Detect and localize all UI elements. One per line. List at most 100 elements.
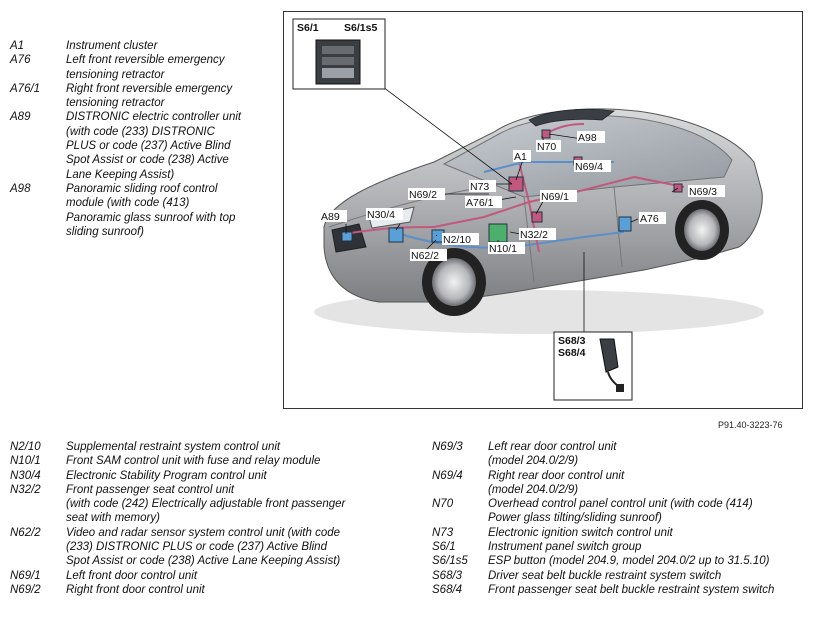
legend-description: Left front door control unit xyxy=(66,569,198,582)
legend-description: Overhead control panel control unit (wit… xyxy=(488,498,753,511)
legend-code: N30/4 xyxy=(10,469,41,482)
legend-code xyxy=(10,153,66,167)
legend-row: (model 204.0/2/9) xyxy=(432,454,807,468)
legend-row: (model 204.0/2/9) xyxy=(432,483,807,497)
legend-row: tensioning retractor xyxy=(10,96,275,110)
callout-labels: A98 N70 A1 N69/4 N73 N69/2 N69/1 N69/3 A… xyxy=(320,131,725,262)
legend-row: A76/1 Right front reversible emergency xyxy=(10,82,275,96)
legend-row: PLUS or code (237) Active Blind xyxy=(10,139,275,153)
callout-n2-10: N2/10 xyxy=(443,234,471,246)
legend-description: DISTRONIC electric controller unit xyxy=(66,111,242,124)
callout-n70: N70 xyxy=(537,141,556,153)
legend-code: S68/4 xyxy=(432,583,463,596)
legend-code: N69/1 xyxy=(10,569,41,582)
legend-code: N69/2 xyxy=(10,583,41,596)
legend-row: S68/4 Front passenger seat belt buckle re… xyxy=(432,583,807,597)
legend-code xyxy=(432,511,488,525)
legend-row: Spot Assist or code (238) Active xyxy=(10,153,275,167)
callout-n69-4: N69/4 xyxy=(575,161,603,173)
callout-n69-3: N69/3 xyxy=(689,186,717,198)
sunroof xyxy=(528,108,616,127)
callout-n62-2: N62/2 xyxy=(411,250,439,262)
legend-description: sliding sunroof) xyxy=(66,225,144,238)
rear-wheel xyxy=(675,200,729,260)
callout-n73: N73 xyxy=(470,181,489,193)
legend-description: Spot Assist or code (238) Active xyxy=(66,154,229,167)
callout-n69-2: N69/2 xyxy=(409,189,437,201)
legend-description: tensioning retractor xyxy=(66,97,165,110)
leader-lines xyxy=(345,83,679,334)
legend-code xyxy=(10,168,66,182)
legend-description: Supplemental restraint system control un… xyxy=(66,441,281,453)
legend-description: Lane Keeping Assist) xyxy=(66,168,175,181)
legend-description: Right front reversible emergency xyxy=(66,82,233,95)
legend-code: N69/4 xyxy=(432,469,463,482)
legend-description: (with code (242) Electrically adjustable… xyxy=(66,498,346,511)
buckle-inset: S68/3 S68/4 xyxy=(553,331,633,401)
legend-row: module (with code (413) xyxy=(10,196,275,210)
legend-description: PLUS or code (237) Active Blind xyxy=(66,140,231,153)
legend-row: Panoramic glass sunroof with top xyxy=(10,211,275,225)
vehicle-diagram: S6/1 S6/1s5 S68/3 S68/4 A98 N70 A1 N69/4 xyxy=(283,11,803,409)
legend-description: Panoramic sliding roof control xyxy=(66,182,218,195)
legend-description: Right rear door control unit xyxy=(488,469,625,482)
callout-a1: A1 xyxy=(514,151,527,163)
legend-description: Driver seat belt buckle restraint system… xyxy=(488,569,722,582)
legend-code: A76/1 xyxy=(10,82,41,95)
inset-label-s6-1s5: S6/1s5 xyxy=(344,22,377,34)
legend-code: N10/1 xyxy=(10,455,41,468)
inset-label-s68-4: S68/4 xyxy=(558,347,586,359)
front-wheel xyxy=(422,248,486,316)
callout-a98: A98 xyxy=(578,132,597,144)
legend-description: Spot Assist or code (238) Active Lane Ke… xyxy=(66,555,341,568)
legend-row: A76 Left front reversible emergency xyxy=(10,53,275,67)
switch-button-2 xyxy=(322,57,354,65)
switch-button-1 xyxy=(322,46,354,54)
legend-description: (with code (233) DISTRONIC xyxy=(66,125,215,138)
legend-code xyxy=(432,483,488,497)
legend-description: Front passenger seat control unit xyxy=(66,483,235,496)
legend-description: Instrument cluster xyxy=(66,40,158,52)
legend-description: Left front reversible emergency xyxy=(66,54,225,67)
legend-code xyxy=(10,68,66,82)
legend-description: Electronic Stability Program control uni… xyxy=(66,469,267,482)
callout-a76-1: A76/1 xyxy=(466,197,494,209)
legend-row: Lane Keeping Assist) xyxy=(10,168,275,182)
switch-inset: S6/1 S6/1s5 xyxy=(292,18,386,90)
legend-row: A1 Instrument cluster xyxy=(10,39,275,53)
legend-row: N69/4 Right rear door control unit xyxy=(432,469,807,483)
legend-description: (model 204.0/2/9) xyxy=(488,455,579,468)
legend-code: A76 xyxy=(10,54,31,67)
buckle-connector xyxy=(616,384,624,392)
legend-description: Video and radar sensor system control un… xyxy=(66,526,341,539)
legend-code xyxy=(10,125,66,139)
legend-row: Spot Assist or code (238) Active Lane Ke… xyxy=(10,554,405,568)
legend-description: Front passenger seat belt buckle restrai… xyxy=(488,583,775,596)
callout-a76: A76 xyxy=(640,213,659,225)
legend-description: Instrument panel switch group xyxy=(488,541,642,554)
legend-row: N30/4 Electronic Stability Program contro… xyxy=(10,469,405,483)
legend-code xyxy=(10,139,66,153)
legend-description: seat with memory) xyxy=(66,512,160,525)
figure-reference: P91.40-3223-76 xyxy=(718,420,783,430)
legend-code: N73 xyxy=(432,526,454,539)
legend-code: A1 xyxy=(10,40,25,52)
legend-description: Electronic ignition switch control unit xyxy=(488,526,673,539)
door-line-rear xyxy=(613,186,623,268)
legend-code: S68/3 xyxy=(432,569,463,582)
legend-description: ESP button (model 204.9, model 204.0/2 u… xyxy=(488,555,770,568)
legend-code xyxy=(10,554,66,568)
